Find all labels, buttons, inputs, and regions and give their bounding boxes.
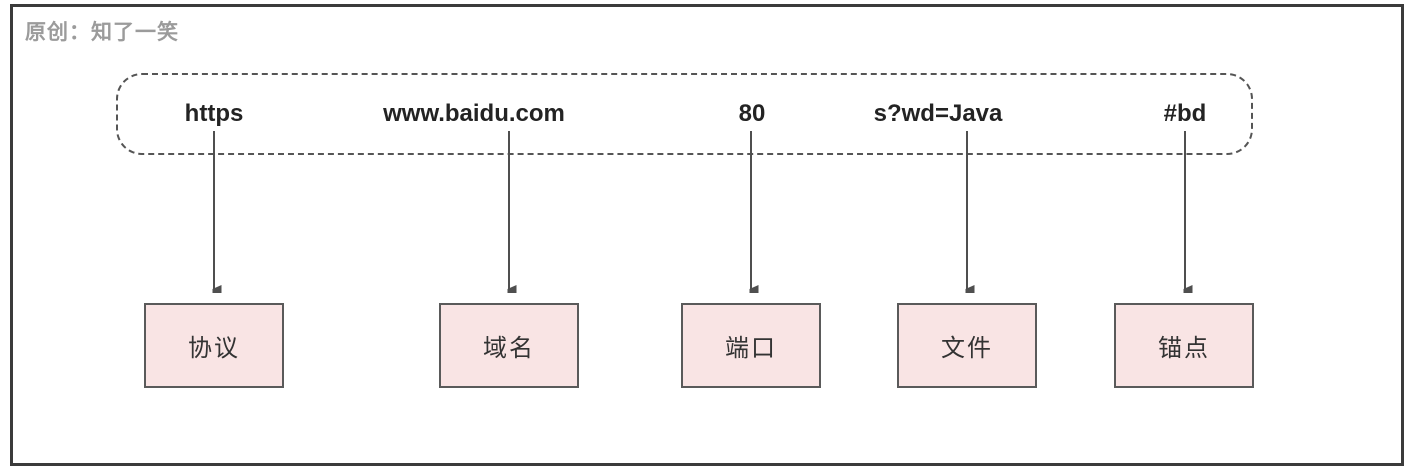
node-port: 端口 [681,303,821,388]
url-segment-protocol-value: https [184,100,244,127]
url-bar-dashed-container [116,73,1253,155]
node-file: 文件 [897,303,1037,388]
node-domain: 域名 [439,303,579,388]
node-anchor: 锚点 [1114,303,1254,388]
watermark-text: 原创：知了一笑 [25,21,179,44]
node-protocol: 协议 [144,303,284,388]
url-segment-query-value: s?wd=Java [873,100,1003,127]
url-segment-anchor-value: #bd [1163,100,1207,127]
diagram-frame [10,4,1404,466]
url-segment-port-value: 80 [738,100,766,127]
url-segment-domain-value: www.baidu.com [383,100,565,127]
